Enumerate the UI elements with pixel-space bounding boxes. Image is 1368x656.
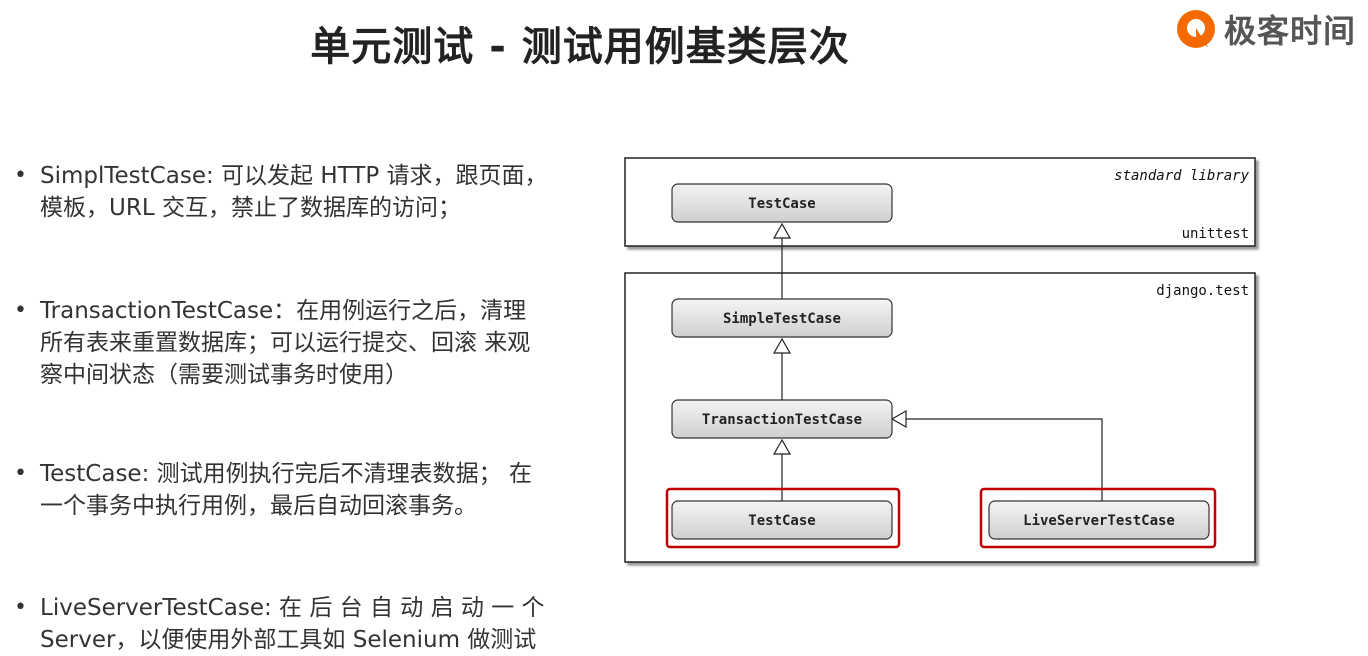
bullet-line: LiveServerTestCase: 在 后 台 自 动 启 动 一 个 — [40, 595, 545, 621]
bullet-line: TransactionTestCase：在用例运行之后，清理 — [40, 298, 527, 324]
node-unittest-testcase: TestCase — [671, 183, 893, 223]
highlight-testcase — [665, 487, 901, 549]
node-label: LiveServerTestCase — [1023, 513, 1175, 529]
inheritance-arrow-icon — [772, 222, 792, 239]
bullet-simpletestcase: SimplTestCase: 可以发起 HTTP 请求，跟页面， 模板，URL … — [12, 160, 612, 224]
bullet-line: 一个事务中执行用例，最后自动回滚事务。 — [40, 493, 477, 519]
bullet-liveservertestcase: LiveServerTestCase: 在 后 台 自 动 启 动 一 个 Se… — [12, 592, 612, 656]
logo-text: 极客时间 — [1223, 12, 1356, 50]
bullet-line: 模板，URL 交互，禁止了数据库的访问； — [40, 195, 461, 221]
package-label-unittest: unittest — [1182, 226, 1249, 242]
package-label-django-test: django.test — [1156, 283, 1249, 299]
bullet-line: 察中间状态（需要测试事务时使用） — [40, 362, 408, 388]
highlight-liveservertestcase — [979, 487, 1217, 549]
logo: 极客时间 — [1174, 6, 1356, 52]
node-django-testcase: TestCase — [671, 500, 893, 540]
bullet-transactiontestcase: TransactionTestCase：在用例运行之后，清理 所有表来重置数据库… — [12, 295, 612, 391]
node-transactiontestcase: TransactionTestCase — [671, 399, 893, 439]
node-label: TestCase — [748, 513, 815, 529]
inheritance-arrow-icon — [890, 409, 907, 429]
node-label: SimpleTestCase — [723, 311, 841, 327]
node-liveservertestcase: LiveServerTestCase — [988, 500, 1210, 540]
class-hierarchy-diagram: standard library unittest django.test Te… — [624, 157, 1256, 563]
node-label: TestCase — [748, 196, 815, 212]
edge-liveserver-to-transaction — [906, 418, 1103, 502]
inheritance-arrow-icon — [772, 438, 792, 455]
inheritance-edges — [772, 222, 1103, 502]
bullet-line: 所有表来重置数据库；可以运行提交、回滚 来观 — [40, 330, 531, 356]
node-label: TransactionTestCase — [702, 412, 862, 428]
package-label-standard-library: standard library — [1114, 168, 1249, 184]
bullet-testcase: TestCase: 测试用例执行完后不清理表数据； 在 一个事务中执行用例，最后… — [12, 458, 612, 522]
bullet-line: SimplTestCase: 可以发起 HTTP 请求，跟页面， — [40, 163, 548, 189]
node-simpletestcase: SimpleTestCase — [671, 298, 893, 338]
page-title: 单元测试 - 测试用例基类层次 — [310, 24, 850, 70]
bullet-line: TestCase: 测试用例执行完后不清理表数据； 在 — [40, 461, 532, 487]
inheritance-arrow-icon — [772, 337, 792, 354]
bullet-line: Server，以便使用外部工具如 Selenium 做测试 — [40, 627, 537, 653]
geektime-logo-icon — [1176, 10, 1215, 48]
